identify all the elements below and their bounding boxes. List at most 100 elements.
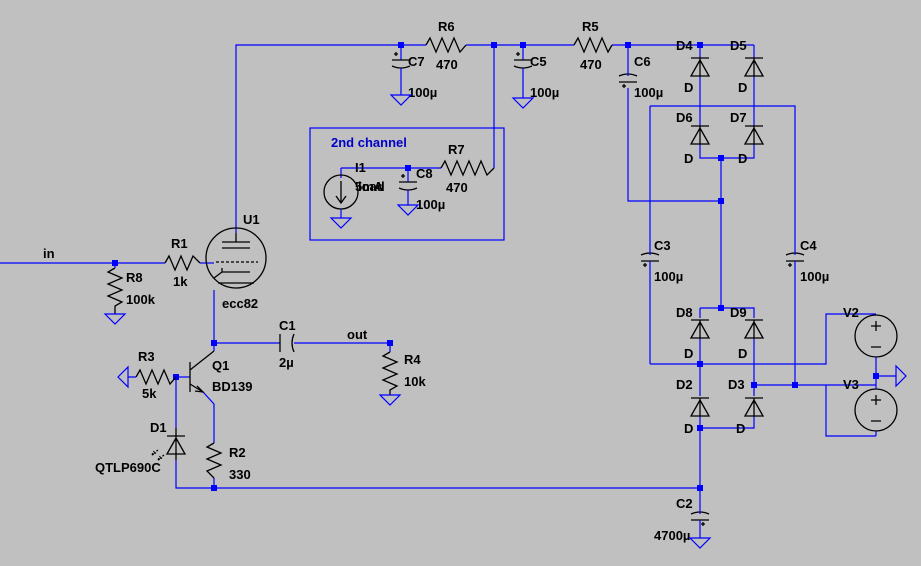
ground-icon [103, 313, 127, 325]
resistor-r8[interactable]: R8 100k [106, 267, 156, 314]
r1-value: 1k [173, 274, 188, 289]
capacitor-c6[interactable]: C6 100µ [618, 54, 663, 100]
u1-ref: U1 [243, 212, 260, 227]
r3-value: 5k [142, 386, 157, 401]
c8-ref: C8 [416, 166, 433, 181]
diode-d4[interactable]: D4 D [676, 38, 711, 95]
c1-value: 2µ [279, 355, 294, 370]
junction-dot [697, 42, 703, 48]
current-source-i1[interactable]: I1 5mA load [323, 160, 385, 218]
d2-ref: D2 [676, 377, 693, 392]
r8-value: 100k [126, 292, 156, 307]
resistor-r6[interactable]: R6 470 [425, 19, 467, 72]
junction-dot [491, 42, 497, 48]
capacitor-c3[interactable]: C3 100µ [640, 238, 683, 284]
junction-dot [625, 42, 631, 48]
diode-d1[interactable]: D1 QTLP690C [95, 420, 187, 475]
resistor-r2[interactable]: R2 330 [205, 442, 251, 482]
resistor-r7[interactable]: R7 470 [440, 142, 495, 195]
d6-ref: D6 [676, 110, 693, 125]
diode-d6[interactable]: D6 D [676, 110, 711, 166]
r5-ref: R5 [582, 19, 599, 34]
q1-value: BD139 [212, 379, 252, 394]
r6-ref: R6 [438, 19, 455, 34]
net-label-in: in [43, 246, 55, 261]
c7-value: 100µ [408, 85, 437, 100]
capacitor-c7[interactable]: C7 100µ [391, 52, 437, 100]
c5-ref: C5 [530, 54, 547, 69]
ground-icon [329, 217, 353, 229]
net-labels: in out [43, 246, 368, 342]
d9-ref: D9 [730, 305, 747, 320]
junction-dot [697, 361, 703, 367]
diode-d3[interactable]: D3 D [728, 377, 765, 436]
c7-ref: C7 [408, 54, 425, 69]
voltage-source-v2[interactable]: V2 [843, 305, 898, 376]
junction-dot [718, 155, 724, 161]
capacitor-c5[interactable]: C5 100µ [513, 52, 559, 100]
c2-ref: C2 [676, 496, 693, 511]
v2-ref: V2 [843, 305, 859, 320]
ground-symbols [103, 94, 907, 549]
junction-dot [405, 165, 411, 171]
junction-dot [697, 425, 703, 431]
junction-dot [112, 260, 118, 266]
d6-value: D [684, 151, 693, 166]
diode-d9[interactable]: D9 D [730, 305, 765, 361]
capacitor-c4[interactable]: C4 100µ [785, 238, 829, 284]
junction-dot [718, 198, 724, 204]
r7-ref: R7 [448, 142, 465, 157]
d7-ref: D7 [730, 110, 747, 125]
d5-ref: D5 [730, 38, 747, 53]
d3-ref: D3 [728, 377, 745, 392]
c8-value: 100µ [416, 197, 445, 212]
r2-value: 330 [229, 467, 251, 482]
junction-dot [792, 382, 798, 388]
diode-d5[interactable]: D5 D [730, 38, 765, 95]
resistor-r3[interactable]: R3 5k [135, 349, 177, 401]
junction-dot [211, 485, 217, 491]
diode-d8[interactable]: D8 D [676, 305, 711, 361]
r2-ref: R2 [229, 445, 246, 460]
diode-d2[interactable]: D2 D [676, 377, 711, 436]
tube-u1[interactable]: U1 ecc82 [205, 212, 267, 311]
capacitor-c8[interactable]: C8 100µ [398, 166, 445, 212]
i1-value: 5mA [355, 179, 384, 194]
d1-ref: D1 [150, 420, 167, 435]
d8-ref: D8 [676, 305, 693, 320]
r5-value: 470 [580, 57, 602, 72]
v3-ref: V3 [843, 377, 859, 392]
junction-dot [520, 42, 526, 48]
d7-value: D [738, 151, 747, 166]
capacitor-c1[interactable]: C1 2µ [279, 318, 296, 370]
resistor-r1[interactable]: R1 1k [164, 236, 201, 289]
r7-value: 470 [446, 180, 468, 195]
c5-value: 100µ [530, 85, 559, 100]
c3-ref: C3 [654, 238, 671, 253]
resistor-r4[interactable]: R4 10k [381, 351, 426, 395]
d9-value: D [738, 346, 747, 361]
junction-dot [751, 382, 757, 388]
transistor-q1[interactable]: Q1 BD139 [189, 350, 252, 394]
r6-value: 470 [436, 57, 458, 72]
d3-value: D [736, 421, 745, 436]
ground-icon [895, 364, 907, 388]
d4-value: D [684, 80, 693, 95]
r4-value: 10k [404, 374, 426, 389]
c3-value: 100µ [654, 269, 683, 284]
i1-ref: I1 [355, 160, 366, 175]
d4-ref: D4 [676, 38, 693, 53]
ground-icon [389, 94, 413, 106]
resistor-r5[interactable]: R5 470 [573, 19, 613, 72]
r1-ref: R1 [171, 236, 188, 251]
junction-dot [718, 305, 724, 311]
voltage-source-v3[interactable]: V3 [843, 376, 898, 436]
ground-icon [117, 365, 136, 389]
c4-ref: C4 [800, 238, 817, 253]
diode-d7[interactable]: D7 D [730, 110, 765, 166]
second-channel-box: 2nd channel [309, 127, 505, 241]
second-channel-title: 2nd channel [331, 135, 407, 150]
capacitor-c2[interactable]: C2 4700µ [654, 496, 710, 543]
r3-ref: R3 [138, 349, 155, 364]
